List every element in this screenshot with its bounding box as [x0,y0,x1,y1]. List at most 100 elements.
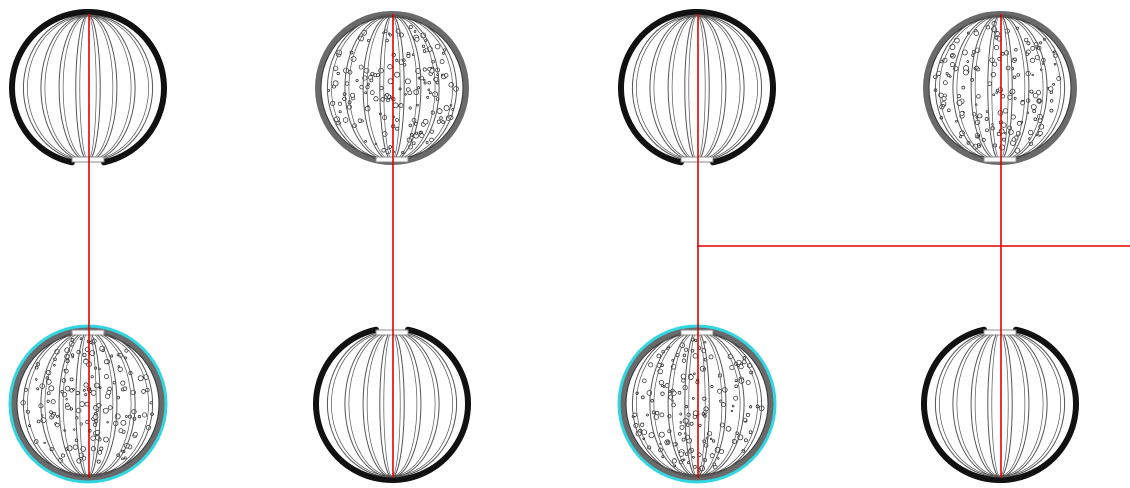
particle [1031,104,1036,109]
particle [442,52,444,54]
particle [91,436,96,441]
meridian-arc [654,16,740,160]
particle [1030,90,1033,93]
particle [426,141,428,143]
particle [333,81,338,86]
sphere-shell [623,330,771,478]
particle [977,95,981,99]
particle [365,92,367,94]
sphere-bottom-3 [619,326,775,482]
particle [669,391,671,393]
particle [396,127,399,130]
particle [423,119,428,124]
particle [409,26,412,29]
meridian-arc [345,331,439,477]
particle [423,79,425,81]
sphere-layer [10,12,1076,482]
particle [122,458,124,460]
particle [121,381,125,385]
particle [955,120,957,122]
particle [138,376,143,381]
particle [396,119,399,122]
sphere-bottom-4 [924,330,1076,480]
particle [393,103,398,108]
particle [1038,131,1042,135]
particle [988,82,992,86]
particle [734,396,738,400]
particle [49,386,54,391]
particle [405,94,407,96]
sphere-bottom-2 [316,330,468,480]
particle [80,402,85,407]
particle [417,104,419,106]
meridian-arc [935,331,1064,477]
particle [692,397,694,399]
sphere-bottom-1 [10,326,166,482]
particle [684,348,687,351]
particle [974,31,979,36]
particle [682,438,685,441]
particle [53,364,55,366]
particle [660,413,664,417]
particle [967,61,969,63]
particle [405,79,410,84]
particle [142,413,146,417]
particle [693,373,695,375]
particle [659,380,663,384]
particle [978,144,980,146]
particle [746,413,749,416]
particle [414,31,416,33]
particle [995,36,998,39]
particle [422,45,425,48]
particle [1042,63,1044,65]
particle [350,93,354,97]
particle [427,96,429,98]
particle [96,409,98,411]
particle [437,109,442,114]
particle [695,339,697,341]
particle [943,81,947,85]
particle [366,85,369,88]
particle [994,45,998,49]
meridian-lines [23,15,152,161]
particle [991,127,994,130]
particle [361,120,363,122]
particle [440,60,444,64]
particle [66,398,68,400]
particle [428,89,430,91]
particle [663,386,665,388]
particle [655,411,658,414]
opening-collar [72,157,104,162]
particle [412,142,415,145]
particle [978,114,982,118]
particle [91,447,95,451]
particle [672,459,676,463]
particle [454,86,459,91]
particle [661,392,664,395]
particle [703,397,706,400]
particle [389,146,392,149]
particle [1054,63,1056,65]
particle [121,420,126,425]
particle [950,44,955,49]
particle [739,365,743,369]
opening-collar [984,330,1016,335]
particle [649,363,653,367]
meridian-arc [41,15,135,161]
particle [37,420,40,423]
particle [657,354,661,358]
particle [337,72,339,74]
meridian-arc [672,16,722,160]
particle [709,355,713,359]
particle [97,460,100,463]
meridian-arc [632,15,761,161]
particle [1013,76,1016,79]
particle [975,66,978,69]
particle [44,442,46,444]
particle [680,421,682,423]
particle [429,92,431,94]
particle [377,73,380,76]
particle [717,458,719,460]
particle [997,132,1000,135]
particle [61,454,64,457]
